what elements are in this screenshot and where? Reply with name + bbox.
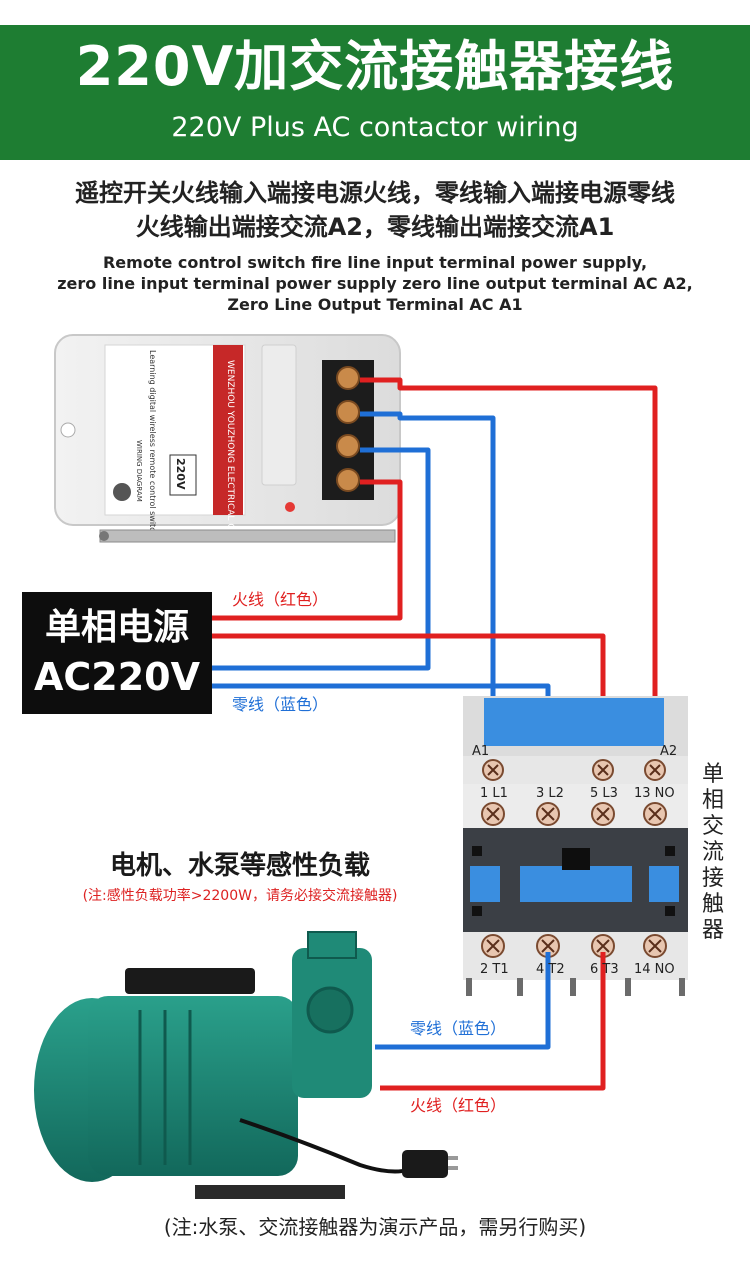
load-title: 电机、水泵等感性负载 — [109, 851, 370, 881]
fire-wire-label-top: 火线（红色） — [232, 590, 329, 609]
description-cn-line2: 火线输出端接交流A2，零线输出端接交流A1 — [135, 213, 615, 241]
description-en-line3: Zero Line Output Terminal AC A1 — [227, 295, 523, 314]
water-pump — [34, 931, 458, 1199]
terminal-label-bottom-4: 14 NO — [634, 962, 675, 977]
coil-a2-label: A2 — [660, 744, 678, 759]
brand-strip — [213, 345, 243, 515]
load-note: (注:感性负载功率>2200W，请务必接交流接触器) — [82, 888, 398, 904]
description-cn-line1: 遥控开关火线输入端接电源火线，零线输入端接电源零线 — [75, 179, 675, 207]
status-led-icon — [285, 502, 295, 512]
fire-wire-label-bottom: 火线（红色） — [410, 1096, 507, 1115]
load-wires — [375, 952, 606, 1091]
power-source-label: 单相电源 AC220V — [22, 592, 212, 714]
power-source-cn: 单相电源 — [44, 607, 189, 648]
footer-note: (注:水泵、交流接触器为演示产品，需另行购买) — [163, 1215, 587, 1239]
terminal-label-top-2: 3 L2 — [536, 786, 564, 801]
page-subtitle: 220V Plus AC contactor wiring — [171, 112, 579, 143]
brand-text: WENZHOU YOUZHONG ELECTRICAL CO.,LTD — [225, 360, 235, 558]
power-source-ac: AC220V — [33, 655, 201, 699]
diagram-label: WIRING DIAGRAM — [135, 440, 143, 502]
antenna — [99, 529, 396, 543]
description-en-line2: zero line input terminal power supply ze… — [57, 274, 693, 293]
product-text: Learning digital wireless remote control… — [148, 350, 157, 537]
ac-contactor — [463, 696, 688, 996]
description-en: Remote control switch fire line input te… — [0, 252, 750, 315]
description-cn: 遥控开关火线输入端接电源火线，零线输入端接电源零线 火线输出端接交流A2，零线输… — [0, 176, 750, 244]
zero-wire-label-bottom: 零线（蓝色） — [410, 1019, 507, 1038]
plug-icon — [402, 1150, 448, 1178]
terminal-label-top-3: 5 L3 — [590, 786, 618, 801]
contactor-vertical-label: 单相交流接触器 — [701, 762, 724, 943]
terminal-label-top-4: 13 NO — [634, 786, 675, 801]
description-en-line1: Remote control switch fire line input te… — [102, 253, 648, 272]
remote-control-switch: WENZHOU YOUZHONG ELECTRICAL CO.,LTD Lear… — [54, 334, 401, 558]
terminal-label-top-1: 1 L1 — [480, 786, 508, 801]
page-title: 220V加交流接触器接线 — [75, 35, 675, 98]
terminal-label-bottom-1: 2 T1 — [480, 962, 509, 977]
voltage-badge: 220V — [174, 458, 187, 490]
terminal-label-bottom-2: 4 T2 — [536, 962, 565, 977]
terminal-label-bottom-3: 6 T3 — [590, 962, 619, 977]
zero-wire-label-top: 零线（蓝色） — [232, 695, 329, 714]
logo-icon — [113, 483, 131, 501]
header-banner: 220V加交流接触器接线 220V Plus AC contactor wiri… — [0, 25, 750, 160]
coil-a1-label: A1 — [472, 744, 490, 759]
